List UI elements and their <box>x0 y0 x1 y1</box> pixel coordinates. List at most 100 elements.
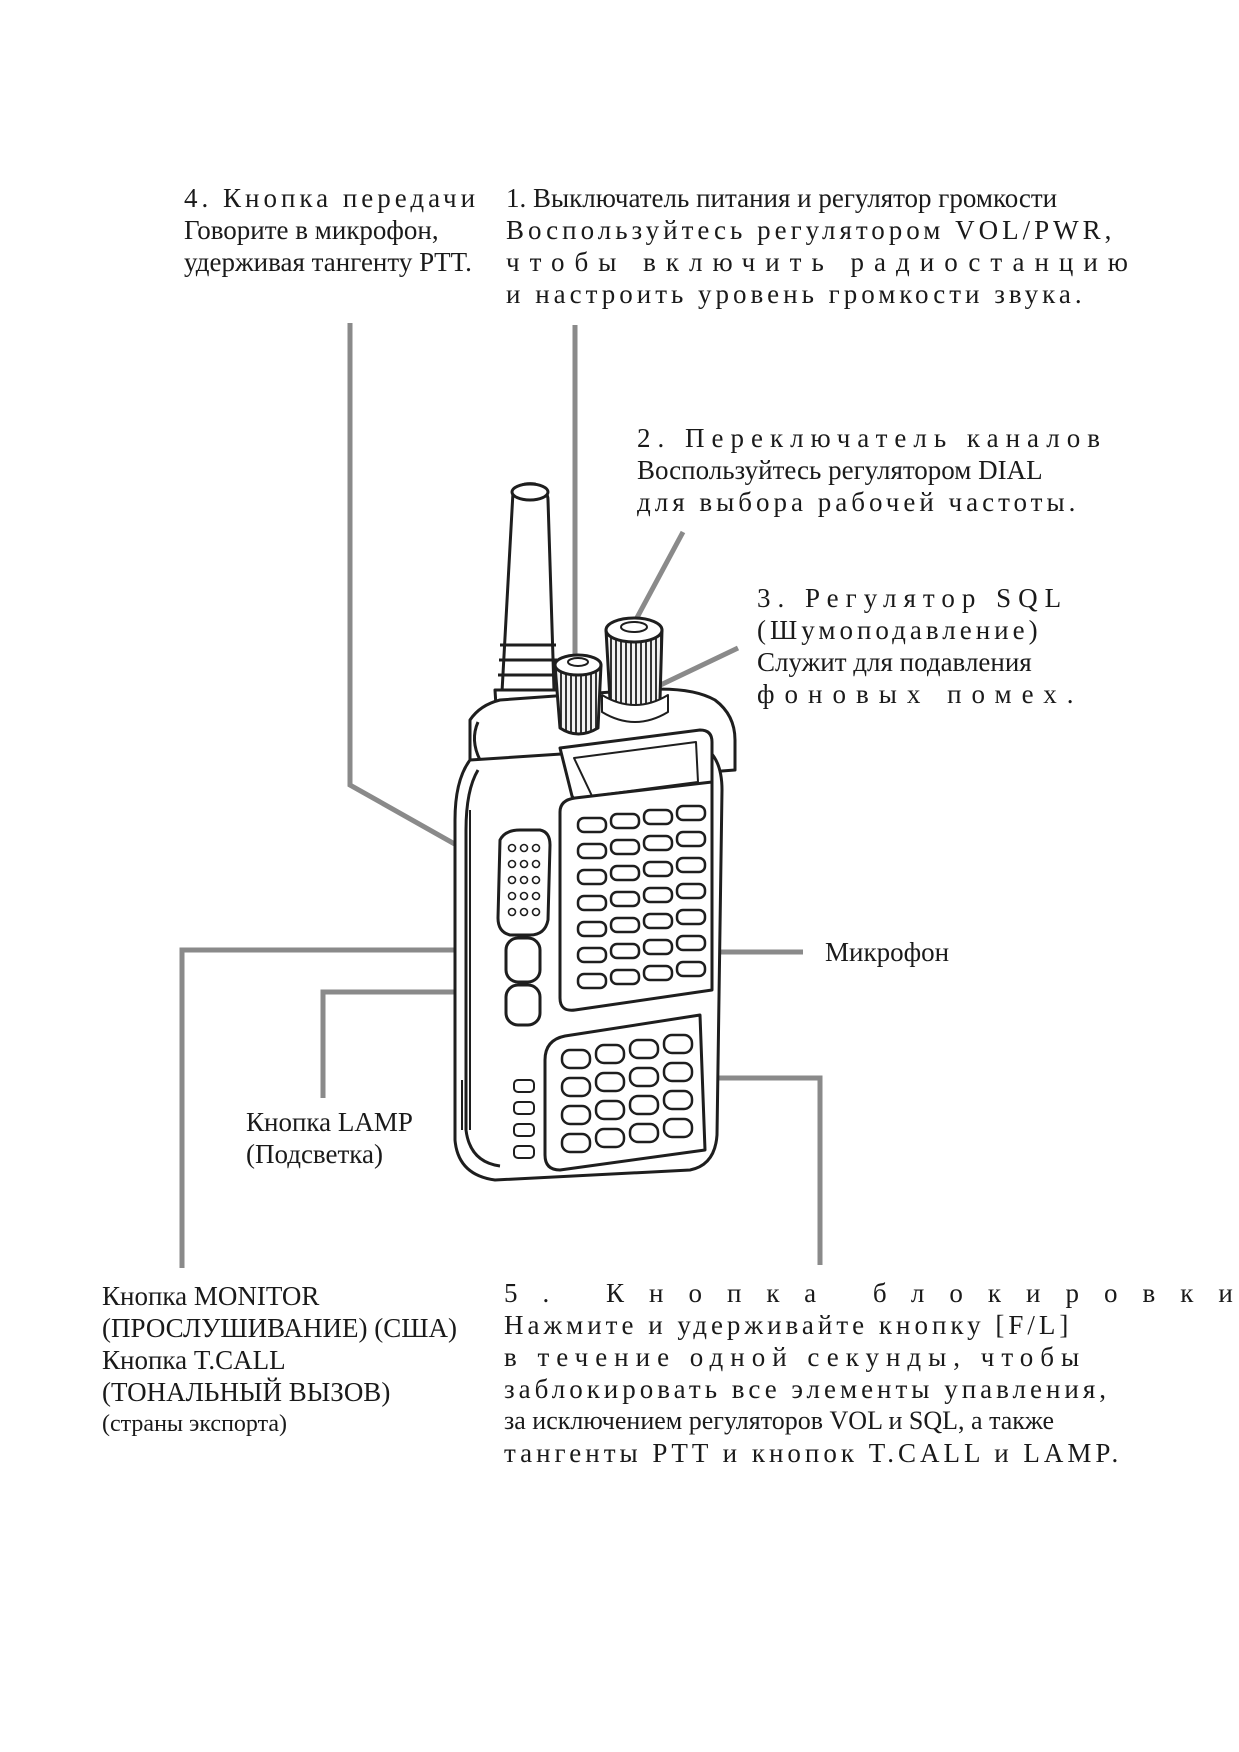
power-line3: и настроить уровень громкости звука. <box>506 279 1086 309</box>
callout-monitor: Кнопка MONITOR (ПРОСЛУШИВАНИЕ) (США) Кно… <box>102 1280 457 1440</box>
grille-slot <box>675 908 707 926</box>
grille-slot <box>609 916 641 934</box>
sql-line1: (Шумоподавление) <box>757 615 1042 645</box>
callout-lamp: Кнопка LAMP (Подсветка) <box>246 1106 413 1170</box>
keypad-key <box>628 1038 660 1060</box>
keypad <box>560 1033 694 1154</box>
grille-slot <box>675 934 707 952</box>
callout-power: 1. Выключатель питания и регулятор громк… <box>506 182 1138 310</box>
lamp-line1: Кнопка LAMP <box>246 1107 413 1137</box>
keypad-key <box>594 1071 626 1093</box>
ptt-title: 4. Кнопка передачи <box>184 183 480 213</box>
leader-monitor <box>179 947 515 1268</box>
keypad-key <box>560 1076 592 1098</box>
ptt-line2: удерживая тангенту PTT. <box>184 247 472 277</box>
callout-ptt: 4. Кнопка передачи Говорите в микрофон, … <box>184 182 486 278</box>
ptt-dot <box>507 843 517 853</box>
keypad-key <box>560 1104 592 1126</box>
grille-slot <box>609 812 641 830</box>
grille-slot <box>576 920 608 938</box>
grille-slot <box>576 972 608 990</box>
sql-line3: фоновых помех. <box>757 679 1084 709</box>
callout-lock: 5. Кнопка блокировки Нажмите и удерживай… <box>504 1277 1233 1469</box>
callout-sql: 3. Регулятор SQL (Шумоподавление) Служит… <box>757 582 1084 710</box>
ptt-dot <box>519 859 529 869</box>
grille-slot <box>642 886 674 904</box>
ptt-dot <box>531 843 541 853</box>
ptt-dot <box>507 875 517 885</box>
keypad-key <box>662 1061 694 1083</box>
lamp-side-button <box>504 983 542 1027</box>
lock-line3: заблокировать все элементы упавления, <box>504 1374 1111 1404</box>
ptt-dot <box>531 907 541 917</box>
keypad-key <box>662 1033 694 1055</box>
ptt-line1: Говорите в микрофон, <box>184 215 439 245</box>
keypad-key <box>628 1122 660 1144</box>
sql-title: 3. Регулятор SQL <box>757 583 1069 613</box>
ptt-pad <box>496 828 552 937</box>
grille-slot <box>675 882 707 900</box>
dial-knob <box>604 616 664 710</box>
grille-slot <box>675 856 707 874</box>
ptt-dot <box>519 907 529 917</box>
grille-slot <box>609 864 641 882</box>
grille-slot <box>642 964 674 982</box>
ptt-dots <box>507 843 541 917</box>
lock-line5: тангенты PTT и кнопок T.CALL и LAMP. <box>504 1438 1123 1468</box>
power-title: 1. Выключатель питания и регулятор громк… <box>506 183 1058 213</box>
monitor-line4: (ТОНАЛЬНЫЙ ВЫЗОВ) <box>102 1377 391 1407</box>
grille-slot <box>675 830 707 848</box>
vol-knob <box>553 653 603 736</box>
callout-dial: 2. Переключатель каналов Воспользуйтесь … <box>637 422 1107 518</box>
keypad-key <box>594 1099 626 1121</box>
lamp-line2: (Подсветка) <box>246 1139 383 1169</box>
callout-mic: Микрофон <box>825 936 949 968</box>
power-line2: чтобы включить радиостанцию <box>506 247 1138 277</box>
grille-slot <box>576 946 608 964</box>
ptt-dot <box>519 843 529 853</box>
keypad-key <box>628 1094 660 1116</box>
grille-slot <box>642 912 674 930</box>
grille-slot <box>609 838 641 856</box>
dial-title: 2. Переключатель каналов <box>637 423 1107 453</box>
lock-line2: в течение одной секунды, чтобы <box>504 1342 1087 1372</box>
keypad-key <box>662 1117 694 1139</box>
speaker-grille <box>576 804 707 990</box>
keypad-key <box>560 1048 592 1070</box>
keypad-key <box>560 1132 592 1154</box>
grille-slot <box>609 942 641 960</box>
keypad-key <box>628 1066 660 1088</box>
grille-slot <box>576 868 608 886</box>
leader-sql <box>648 645 740 693</box>
grille-slot <box>576 894 608 912</box>
monitor-line1: Кнопка MONITOR <box>102 1281 320 1311</box>
lock-line4: за исключением регуляторов VOL и SQL, а … <box>504 1406 1055 1435</box>
monitor-side-button <box>504 936 542 984</box>
dial-line1: Воспользуйтесь регулятором DIAL <box>637 455 1043 485</box>
grille-slot <box>576 842 608 860</box>
ptt-dot <box>507 907 517 917</box>
ptt-dot <box>531 875 541 885</box>
grille-slot <box>609 968 641 986</box>
dial-line2: для выбора рабочей частоты. <box>637 487 1080 517</box>
ptt-dot <box>531 891 541 901</box>
keypad-key <box>594 1043 626 1065</box>
grille-slot <box>675 960 707 978</box>
keypad-key <box>662 1089 694 1111</box>
grille-slot <box>642 860 674 878</box>
sql-line2: Служит для подавления <box>757 647 1032 677</box>
keypad-key <box>594 1127 626 1149</box>
monitor-line2: (ПРОСЛУШИВАНИЕ) (США) <box>102 1313 457 1343</box>
power-line1: Воспользуйтесь регулятором VOL/PWR, <box>506 215 1116 245</box>
grille-slot <box>642 808 674 826</box>
lock-line1: Нажмите и удерживайте кнопку [F/L] <box>504 1310 1073 1340</box>
ptt-dot <box>519 875 529 885</box>
ptt-dot <box>507 859 517 869</box>
monitor-line5: (страны экспорта) <box>102 1411 288 1437</box>
grille-slot <box>609 890 641 908</box>
monitor-line3: Кнопка T.CALL <box>102 1345 286 1375</box>
leader-lock <box>685 1075 823 1265</box>
mic-label: Микрофон <box>825 937 950 967</box>
ptt-dot <box>507 891 517 901</box>
